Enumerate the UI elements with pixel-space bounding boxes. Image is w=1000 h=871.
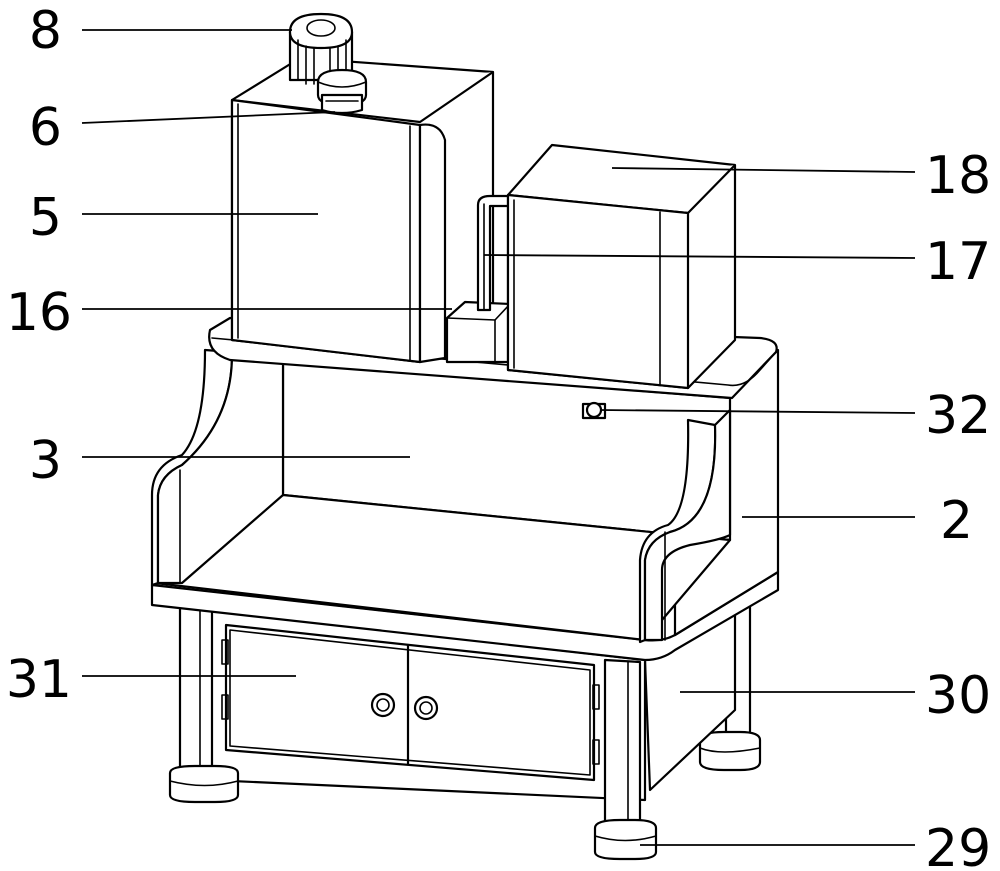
callout-6: 6: [29, 98, 62, 158]
pump-16: [445, 300, 512, 364]
tank-18: [506, 143, 737, 390]
callout-30: 30: [925, 666, 991, 726]
callout-8: 8: [29, 1, 62, 61]
callout-32: 32: [925, 386, 991, 446]
leader-6: [81, 111, 336, 124]
door-knob-left: [370, 692, 396, 718]
cabinet-doors: [221, 623, 600, 782]
callout-2: 2: [940, 491, 973, 551]
shelf-unit: [150, 348, 780, 644]
callout-29: 29: [925, 819, 991, 871]
leader-lines: [81, 29, 916, 846]
cap-6: [316, 68, 368, 115]
callout-5: 5: [29, 188, 62, 248]
knob-8: [288, 12, 354, 85]
pipe-17: [476, 194, 514, 312]
leader-17: [483, 254, 916, 259]
front-legs: [168, 598, 658, 861]
door-knob-right: [413, 695, 439, 721]
leader-32: [599, 409, 916, 414]
leader-18: [611, 167, 916, 173]
callout-17: 17: [925, 232, 991, 292]
callout-3: 3: [29, 431, 62, 491]
callout-18: 18: [925, 146, 991, 206]
callout-31: 31: [6, 650, 72, 710]
callout-16: 16: [6, 283, 72, 343]
callout-labels: 8 6 5 16 3 31 18 17 32 2 30 29: [6, 1, 991, 871]
